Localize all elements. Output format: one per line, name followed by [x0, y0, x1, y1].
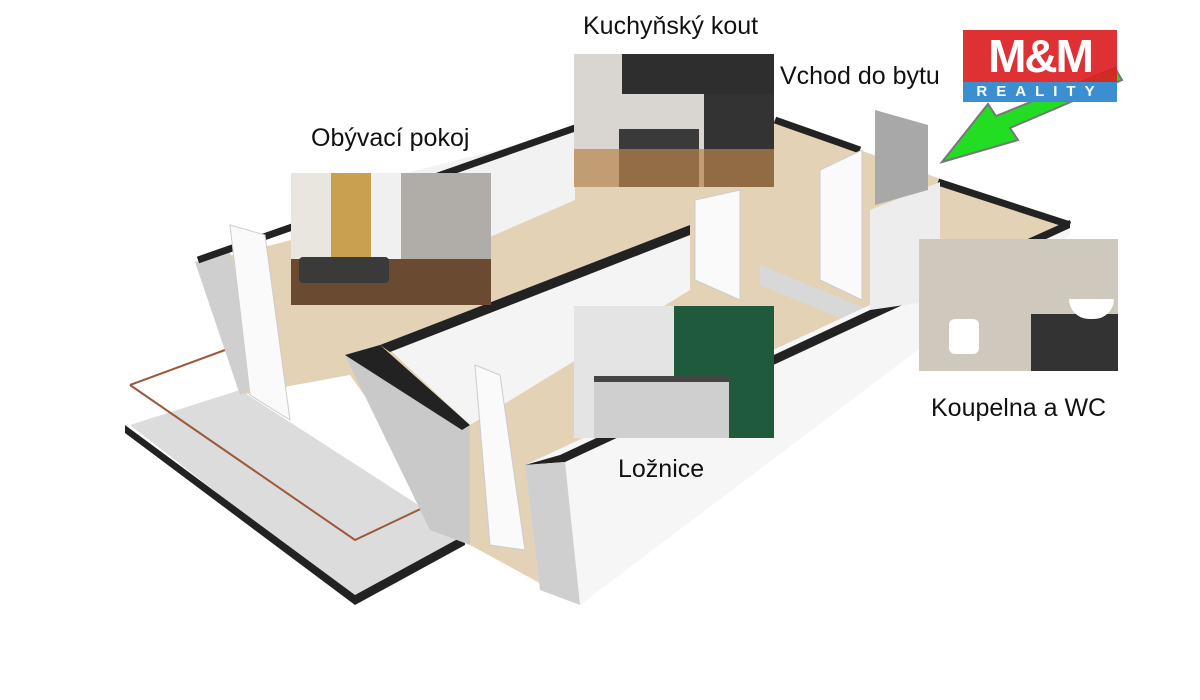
- mm-reality-logo: M&M REALITY: [963, 30, 1117, 102]
- balcony-slab-front: [355, 535, 465, 605]
- logo-bottom: REALITY: [963, 82, 1117, 102]
- door: [819, 149, 863, 301]
- door: [694, 189, 741, 301]
- bedroom-wall: [760, 265, 870, 330]
- bathroom-photo[interactable]: [919, 239, 1118, 371]
- right-wall-top: [936, 178, 1072, 229]
- balcony-railing: [129, 349, 226, 386]
- label-kitchen: Kuchyňský kout: [583, 12, 759, 40]
- logo-top: M&M: [963, 30, 1117, 82]
- partition-wall: [345, 345, 470, 545]
- door: [875, 110, 928, 205]
- corridor-wall: [390, 235, 690, 425]
- label-bathroom: Koupelna a WC: [931, 394, 1107, 422]
- label-living-room: Obývací pokoj: [311, 124, 470, 152]
- corridor-wall-top: [380, 225, 690, 352]
- bedroom-photo[interactable]: [574, 306, 774, 438]
- front-wall-end: [525, 462, 580, 605]
- kitchen-photo[interactable]: [574, 54, 774, 187]
- partition-wall-top: [345, 345, 470, 430]
- living-room-photo[interactable]: [291, 173, 491, 305]
- label-bedroom: Ložnice: [618, 455, 705, 483]
- balcony-slab-edge: [125, 425, 355, 605]
- balcony-door: [229, 224, 291, 421]
- label-entrance: Vchod do bytu: [780, 62, 940, 90]
- bedroom-door: [474, 364, 526, 551]
- back-wall-top: [773, 116, 862, 154]
- balcony-railing: [129, 384, 451, 542]
